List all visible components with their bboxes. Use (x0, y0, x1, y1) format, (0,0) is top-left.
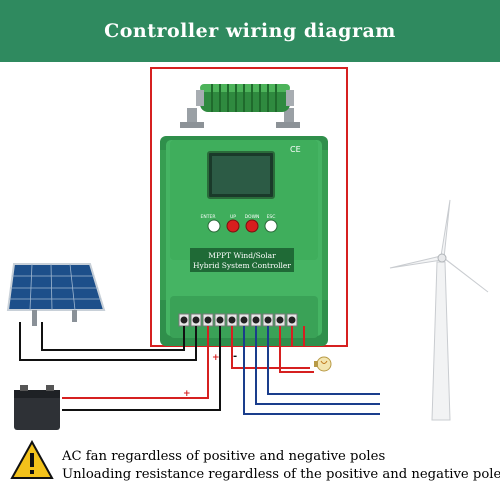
lcd-screen (212, 156, 270, 194)
turbine-wire-3 (267, 326, 380, 395)
terminal-block (178, 313, 298, 327)
warning-icon (10, 440, 54, 479)
terminal-screw (288, 316, 296, 324)
turbine-wire-2 (255, 326, 380, 405)
ce-mark: CE (290, 145, 301, 154)
controller-label-line2: Hybrid System Controller (193, 261, 291, 270)
button-label-down: DOWN (245, 214, 260, 220)
note-unloading-resistance: Unloading resistance regardless of the p… (62, 467, 500, 482)
terminal-screw (228, 316, 236, 324)
esc-button[interactable] (264, 219, 278, 233)
terminal-screw (204, 316, 212, 324)
terminal-screw (180, 316, 188, 324)
terminal-screw (276, 316, 284, 324)
load-wire-2 (279, 326, 314, 373)
wiring-diagram: CE ENTER UP DOWN ESC MPPT Wind/Solar Hyb… (6, 67, 489, 430)
battery-wire-positive (62, 326, 209, 399)
battery-wire-negative (62, 326, 221, 411)
terminal-screw (264, 316, 272, 324)
button-row: ENTER UP DOWN ESC (201, 214, 278, 233)
solar-wire-negative (19, 322, 197, 361)
controller-label-plate (190, 248, 294, 272)
wind-turbine-icon (389, 199, 489, 421)
button-label-esc: ESC (267, 214, 276, 220)
terminal-screw (192, 316, 200, 324)
turbine-wire-1 (243, 326, 380, 415)
controller-label-line1: MPPT Wind/Solar (208, 251, 276, 260)
battery-icon (14, 385, 60, 430)
terminal-screw (240, 316, 248, 324)
header-banner: Controller wiring diagram (0, 0, 500, 62)
solar-wire-positive (41, 322, 185, 351)
down-button[interactable] (245, 219, 259, 233)
terminal-screw (216, 316, 224, 324)
solar-panel-icon (6, 263, 106, 326)
polarity-plus-upper: + (212, 353, 220, 363)
resistor-icon (180, 84, 300, 128)
button-label-up: UP (230, 214, 236, 220)
terminal-screw (252, 316, 260, 324)
up-button[interactable] (226, 219, 240, 233)
note-ac-fan: AC fan regardless of positive and negati… (62, 449, 386, 464)
button-label-enter: ENTER (201, 214, 216, 220)
light-bulb-icon (314, 356, 332, 372)
polarity-plus-lower: + (183, 389, 191, 399)
page-title: Controller wiring diagram (104, 20, 396, 42)
enter-button[interactable] (207, 219, 221, 233)
polarity-minus-upper: - (233, 351, 237, 362)
wires (19, 322, 380, 415)
load-wire-1 (231, 326, 310, 369)
